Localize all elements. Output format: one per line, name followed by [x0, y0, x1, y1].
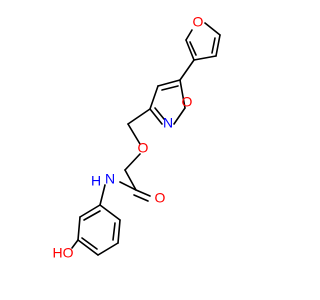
hydroxyl-label: HO	[53, 245, 74, 261]
carbonyl-oxygen-label: O	[155, 190, 166, 206]
phenol-ring	[77, 204, 121, 256]
n-aryl-bond	[99, 184, 106, 206]
furan-ring	[185, 22, 221, 61]
molecule-diagram: O O N O O H N HO	[53, 14, 221, 261]
alpha-carbon-bond	[124, 169, 137, 191]
hydroxyl-bond	[71, 239, 79, 249]
amide-hydrogen-label: H	[91, 173, 101, 189]
ether-oxygen-label: O	[138, 140, 149, 156]
amide-c-n-bond	[119, 181, 137, 191]
furan-isoxazole-bond	[179, 59, 195, 81]
isoxazole-nitrogen-label: N	[163, 115, 173, 131]
ether-bond-1	[127, 123, 141, 145]
ch2-bond	[127, 108, 151, 125]
carbonyl-double-bond-1	[135, 189, 151, 197]
atom-labels: O O N O O H N HO	[53, 14, 204, 261]
amide-nitrogen-label: N	[105, 171, 115, 187]
furan-oxygen-label: O	[193, 14, 204, 30]
isoxazole-oxygen-label: O	[182, 94, 193, 110]
ether-bond-2	[124, 153, 141, 171]
isoxazole-ring	[149, 79, 186, 125]
carbonyl-double-bond-2	[133, 194, 149, 202]
